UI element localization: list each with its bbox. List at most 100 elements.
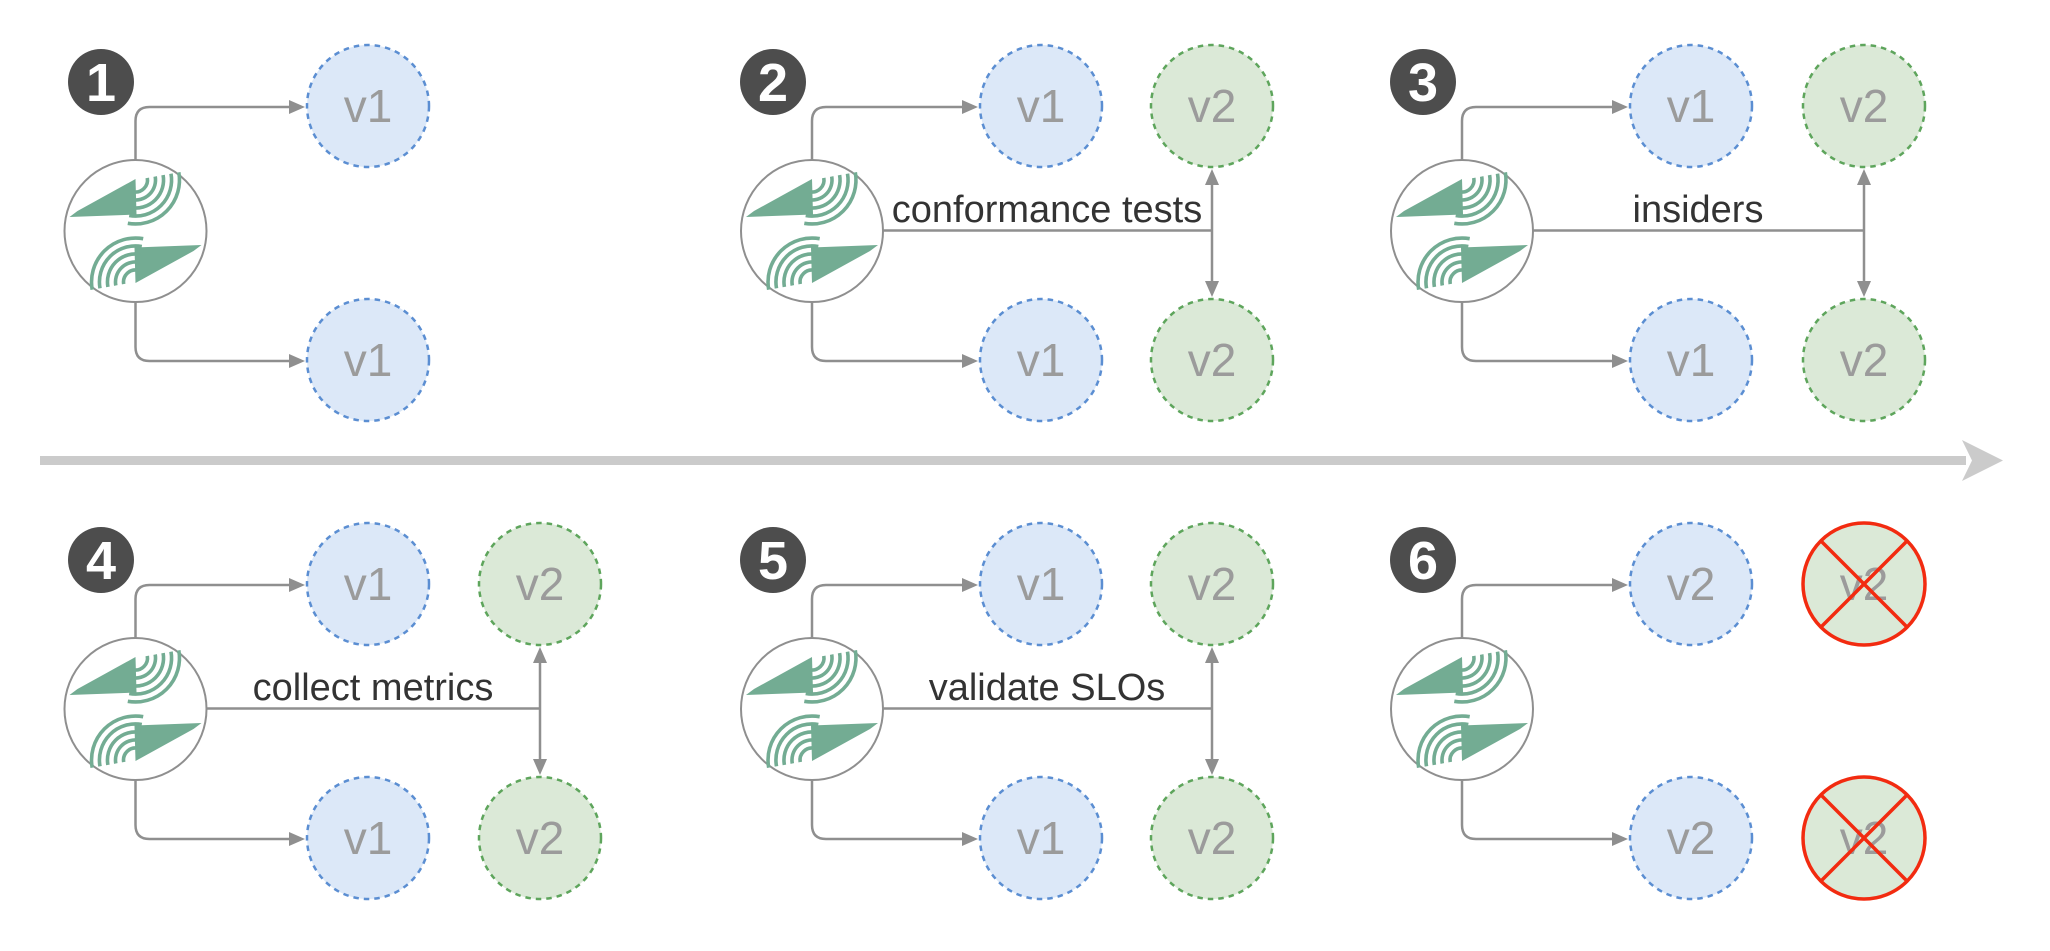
action-label: collect metrics (253, 667, 494, 709)
control-plane-logo-icon (741, 160, 883, 302)
timeline-arrowhead-icon (1962, 440, 2003, 481)
node-v2-bottom: v2 (1149, 297, 1275, 423)
node-label: v2 (1188, 334, 1237, 386)
step-number: 4 (86, 531, 116, 591)
step-badge: 4 (68, 527, 134, 593)
node-label: v2 (1840, 334, 1889, 386)
step-badge: 5 (740, 527, 806, 593)
step-number: 6 (1408, 531, 1438, 591)
arrowhead-down-icon (1205, 281, 1219, 297)
node-v1-top: v1 (305, 521, 431, 647)
arrowhead-icon (289, 578, 305, 592)
elbow-connector (134, 583, 291, 638)
arrowhead-up-icon (533, 647, 547, 663)
step-badge: 6 (1390, 527, 1456, 593)
elbow-connector (134, 105, 291, 160)
node-v1-top: v1 (305, 43, 431, 169)
node-v1-top: v1 (1628, 43, 1754, 169)
arrowhead-icon (1612, 354, 1628, 368)
node-v2-top: v2 (1149, 43, 1275, 169)
arrowhead-icon (962, 832, 978, 846)
step-number: 3 (1408, 53, 1438, 113)
node-v2-bottom: v2 (477, 775, 603, 901)
panel-step-4: 4 collect metrics v1 v2 v1 v2 (65, 521, 603, 901)
arrowhead-icon (962, 100, 978, 114)
action-label: conformance tests (892, 189, 1202, 231)
node-v1-top: v1 (978, 521, 1104, 647)
elbow-connector (134, 302, 291, 363)
arrowhead-icon (289, 354, 305, 368)
node-label: v1 (1667, 80, 1716, 132)
node-label: v1 (344, 80, 393, 132)
node-v1-bottom: v1 (978, 775, 1104, 901)
arrowhead-icon (1612, 832, 1628, 846)
node-v2-deprecated-top: v2 (1801, 521, 1927, 647)
node-v2-top: v2 (1801, 43, 1927, 169)
arrowhead-down-icon (1205, 759, 1219, 775)
elbow-connector (810, 105, 964, 160)
step-badge: 1 (68, 49, 134, 115)
panel-step-6: 6 v2 v2 v2 v2 (1390, 521, 1927, 901)
elbow-connector (1460, 302, 1614, 363)
red-cross-icon (1819, 793, 1909, 883)
control-plane-logo-icon (741, 638, 883, 780)
node-label: v1 (1667, 334, 1716, 386)
node-label: v2 (516, 812, 565, 864)
node-v1-bottom: v1 (1628, 297, 1754, 423)
step-number: 1 (86, 53, 116, 113)
node-v1-top: v1 (978, 43, 1104, 169)
control-plane-logo-icon (65, 638, 207, 780)
step-number: 2 (758, 53, 788, 113)
node-label: v2 (1667, 812, 1716, 864)
arrowhead-icon (962, 578, 978, 592)
arrowhead-icon (1612, 100, 1628, 114)
red-cross-icon (1819, 539, 1909, 629)
panel-step-5: 5 validate SLOs v1 v2 v1 v2 (740, 521, 1275, 901)
arrowhead-down-icon (533, 759, 547, 775)
node-v2-top: v2 (477, 521, 603, 647)
elbow-connector (1460, 780, 1614, 841)
node-v1-bottom: v1 (978, 297, 1104, 423)
control-plane-logo-icon (1391, 638, 1533, 780)
elbow-connector (810, 780, 964, 841)
node-label: v2 (516, 558, 565, 610)
node-v2-bottom: v2 (1149, 775, 1275, 901)
step-number: 5 (758, 531, 788, 591)
node-label: v2 (1188, 80, 1237, 132)
control-plane-logo-icon (65, 160, 207, 302)
arrowhead-up-icon (1205, 169, 1219, 185)
node-v2-bottom: v2 (1801, 297, 1927, 423)
arrowhead-down-icon (1857, 281, 1871, 297)
panel-step-3: 3 insiders v1 v2 v1 v2 (1390, 43, 1927, 423)
node-v2-bottom: v2 (1628, 775, 1754, 901)
elbow-connector (134, 780, 291, 841)
node-label: v2 (1188, 558, 1237, 610)
action-label: insiders (1633, 189, 1764, 231)
node-label: v1 (1017, 558, 1066, 610)
node-v2-top: v2 (1149, 521, 1275, 647)
arrowhead-icon (289, 832, 305, 846)
step-badge: 2 (740, 49, 806, 115)
timeline-arrow (40, 440, 2003, 481)
arrowhead-icon (1612, 578, 1628, 592)
node-v1-bottom: v1 (305, 775, 431, 901)
arrowhead-up-icon (1857, 169, 1871, 185)
arrowhead-up-icon (1205, 647, 1219, 663)
panel-step-1: 1 v1 v1 (65, 43, 431, 423)
node-label: v1 (344, 334, 393, 386)
node-label: v2 (1667, 558, 1716, 610)
node-v1-bottom: v1 (305, 297, 431, 423)
step-badge: 3 (1390, 49, 1456, 115)
elbow-connector (1460, 583, 1614, 638)
elbow-connector (810, 302, 964, 363)
node-label: v1 (344, 558, 393, 610)
node-label: v2 (1188, 812, 1237, 864)
node-v2-deprecated-bottom: v2 (1801, 775, 1927, 901)
elbow-connector (1460, 105, 1614, 160)
panel-step-2: 2 conformance tests v1 v2 v1 v2 (740, 43, 1275, 423)
action-label: validate SLOs (929, 667, 1166, 709)
node-label: v1 (344, 812, 393, 864)
elbow-connector (810, 583, 964, 638)
